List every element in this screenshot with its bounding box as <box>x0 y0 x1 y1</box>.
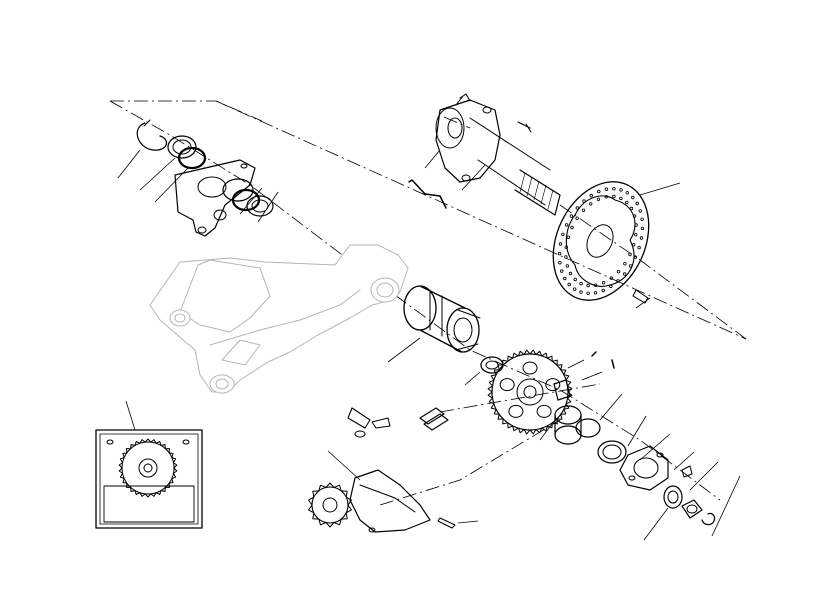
disc-vent-hole <box>632 242 636 247</box>
part-group-brackets <box>408 179 615 369</box>
disc-vent-hole <box>581 208 586 212</box>
disc-vent-hole <box>568 271 573 276</box>
sprocket-lightening-hole <box>545 378 561 392</box>
disc-vent-hole <box>628 264 633 268</box>
disc-vent-hole <box>558 261 562 265</box>
sprocket-lightening-hole <box>508 404 524 418</box>
brake-disc <box>552 181 650 301</box>
disc-vent-hole <box>634 232 638 237</box>
disc-vent-hole <box>619 188 623 192</box>
disc-vent-hole <box>564 223 569 227</box>
disc-vent-hole <box>640 217 644 221</box>
disc-vent-hole <box>579 281 583 286</box>
disc-vent-hole <box>560 269 564 273</box>
eccentric-hub-carrier <box>403 285 481 353</box>
disc-vent-hole <box>564 255 568 259</box>
leader-lines <box>117 149 741 541</box>
disc-vent-hole <box>623 272 627 276</box>
disc-vent-hole <box>604 195 608 199</box>
disc-vent-hole <box>573 277 577 282</box>
disc-vent-hole <box>589 202 593 206</box>
disc-vent-hole <box>633 255 638 259</box>
front-sprocket-cover-group <box>308 469 456 533</box>
disc-vent-hole <box>601 288 605 293</box>
disc-vent-hole <box>616 279 620 283</box>
disc-vent-hole <box>623 262 627 266</box>
disc-vent-hole <box>609 284 613 289</box>
disc-vent-hole <box>573 287 577 291</box>
disc-vent-hole <box>640 226 645 231</box>
disc-bolt <box>632 289 649 304</box>
disc-vent-hole <box>564 245 568 249</box>
disc-vent-hole <box>612 186 616 191</box>
disc-vent-hole <box>619 196 623 201</box>
inset-sprocket-teeth <box>118 438 178 498</box>
disc-vent-hole <box>628 252 632 257</box>
chain-links <box>347 407 449 438</box>
disc-vent-hole <box>558 242 563 246</box>
disc-vent-hole <box>638 209 642 213</box>
disc-vent-hole <box>639 236 644 240</box>
disc-vent-hole <box>629 206 634 211</box>
inset-sprocket-tooth-ring <box>118 438 178 498</box>
disc-vent-hole <box>625 191 629 195</box>
rear-sprocket-teeth <box>487 349 573 435</box>
disc-vent-hole <box>597 189 601 194</box>
disc-vent-hole <box>570 225 574 230</box>
disc-vent-hole <box>596 197 601 201</box>
disc-vent-hole <box>612 194 616 199</box>
disc-vent-hole <box>567 282 571 287</box>
disc-vent-hole <box>604 187 609 191</box>
disc-vent-hole <box>601 281 606 285</box>
disc-vent-hole <box>565 264 570 268</box>
disc-vent-hole <box>634 223 638 227</box>
disc-vent-hole <box>561 232 565 237</box>
front-sprocket-teeth <box>308 482 352 528</box>
inset-detail-box <box>95 429 203 529</box>
disc-vent-hole <box>575 216 579 220</box>
hub-flange <box>619 445 693 491</box>
disc-vent-hole <box>589 193 593 198</box>
disc-vent-hole <box>575 206 579 210</box>
sprocket-lightening-hole <box>499 378 515 392</box>
disc-vent-hole <box>625 200 629 205</box>
disc-vent-hole <box>586 283 590 288</box>
sprocket-lightening-hole <box>522 361 538 375</box>
rear-sprocket-tooth-ring <box>487 349 573 435</box>
sprocket-carrier-stack <box>553 379 627 464</box>
front-sprocket-tooth-ring <box>308 482 352 528</box>
disc-vent-hole <box>632 214 637 218</box>
disc-vent-hole <box>616 270 621 274</box>
disc-vent-hole <box>609 276 613 280</box>
disc-vent-hole <box>586 291 590 295</box>
rear-sprocket-lightening-holes <box>499 361 561 418</box>
disc-vent-hole <box>579 290 583 294</box>
rear-hub-shaft <box>435 93 561 216</box>
disc-vent-hole <box>593 291 598 295</box>
disc-vent-hole <box>637 245 641 250</box>
disc-vent-hole <box>594 283 598 287</box>
clamp-bracket-group <box>136 119 274 237</box>
rear-sprocket <box>487 349 573 435</box>
sprocket-lightening-hole <box>536 404 552 418</box>
disc-vent-hole <box>582 199 586 203</box>
brake-disc-holes <box>557 186 645 295</box>
axle-nut-set <box>663 485 716 526</box>
disc-vent-hole <box>557 251 562 256</box>
disc-vent-hole <box>569 214 574 218</box>
disc-vent-hole <box>631 195 635 200</box>
disc-vent-hole <box>566 235 570 239</box>
disc-vent-hole <box>635 201 639 206</box>
disc-vent-hole <box>563 276 567 281</box>
swingarm <box>149 244 409 394</box>
